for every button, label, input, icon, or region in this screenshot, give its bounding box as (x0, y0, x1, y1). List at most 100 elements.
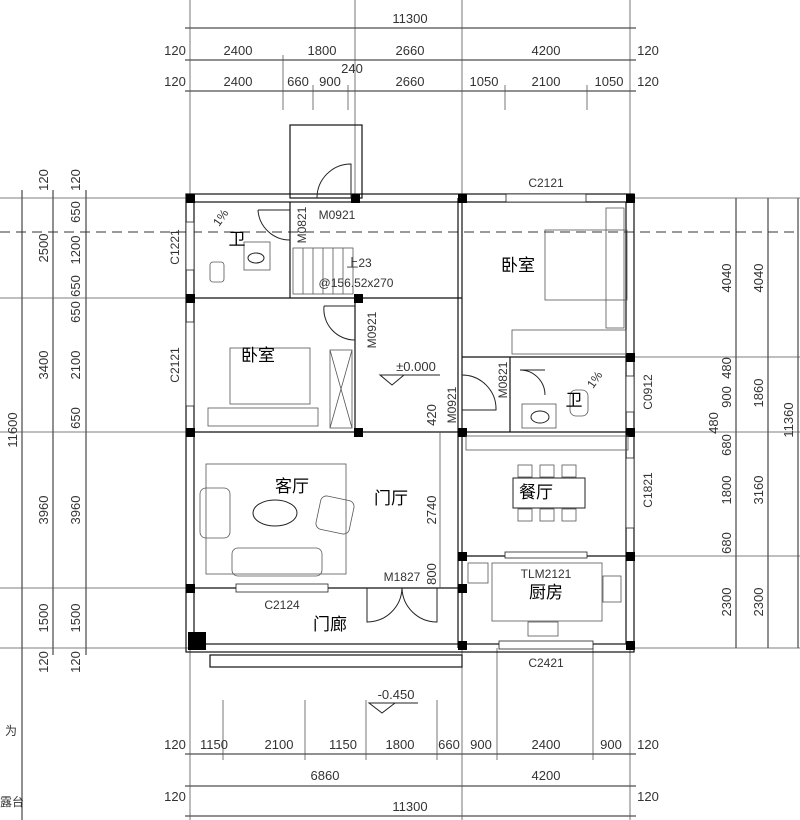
dim-value: 120 (36, 169, 51, 191)
room-foyer: 门厅 (374, 489, 408, 509)
dim-top-row2: 120 2400 660 900 240 2660 1050 2100 1050… (164, 61, 659, 89)
room-bedroom-left: 卧室 (241, 346, 275, 366)
dim-value: 660 (287, 74, 309, 89)
dim-value: 120 (68, 169, 83, 191)
door-label: M0821 (295, 206, 309, 243)
dim-value: 650 (68, 301, 83, 323)
dim-value: 680 (719, 434, 734, 456)
room-dining: 餐厅 (519, 483, 553, 503)
toilet-left (209, 261, 225, 283)
dim-value: 2300 (751, 588, 766, 617)
dim-value: 120 (637, 789, 659, 804)
dim-value: 1860 (751, 379, 766, 408)
dim-value: 2100 (68, 351, 83, 380)
dim-value: 2400 (532, 737, 561, 752)
dim-value: 4040 (751, 264, 766, 293)
dim-value: 120 (164, 74, 186, 89)
bed-right (544, 229, 628, 301)
dim-value: 420 (424, 404, 439, 426)
wardrobe-left (329, 349, 353, 429)
dining-table (512, 477, 586, 509)
dim-left-total: 11600 (5, 412, 20, 447)
furniture (199, 207, 629, 637)
dim-value: 2300 (719, 588, 734, 617)
window-label: C1221 (168, 229, 182, 265)
dim-value: 680 (719, 532, 734, 554)
dim-left-col2: 120 2500 3400 3960 1500 120 (36, 169, 51, 673)
dim-value: 120 (637, 43, 659, 58)
dim-value: 120 (68, 651, 83, 673)
dim-value: 120 (637, 74, 659, 89)
dim-value: 4200 (532, 768, 561, 783)
dim-value: 120 (164, 737, 186, 752)
bed-left (229, 347, 311, 405)
doors (257, 163, 546, 623)
room-kitchen: 厨房 (529, 583, 563, 603)
sink-right (521, 403, 557, 429)
window-label: C0912 (641, 374, 655, 410)
dim-value: 1200 (68, 236, 83, 265)
kitchen-sink (527, 621, 559, 637)
dim-value: 1050 (470, 74, 499, 89)
side-note: 露台 (0, 794, 24, 809)
dim-value: 2660 (396, 43, 425, 58)
dim-right-total: 11360 (781, 402, 796, 437)
window-label: C2421 (528, 656, 564, 670)
dim-value: 120 (164, 789, 186, 804)
elevation-floor: ±0.000 (396, 359, 436, 374)
dim-top-total: 11300 (392, 11, 427, 26)
slope-label: 1% (210, 206, 232, 229)
dim-value: 120 (164, 43, 186, 58)
dim-value: 1150 (200, 737, 228, 752)
dim-value: 650 (68, 201, 83, 223)
sofa-left (199, 487, 231, 539)
elevation-marker-porch (367, 702, 418, 714)
room-bath-right: 卫 (566, 391, 583, 411)
dim-value: 1800 (386, 737, 415, 752)
dim-value: 2100 (532, 74, 561, 89)
dim-value: 650 (68, 275, 83, 297)
dim-value: 3400 (36, 351, 51, 380)
dim-top-row1: 120 2400 1800 2660 4200 120 (164, 43, 659, 58)
door-label: M0821 (496, 361, 510, 398)
dim-value: 1150 (329, 737, 357, 752)
rug (205, 463, 347, 575)
door-label: M0921 (319, 208, 356, 222)
stair (292, 247, 354, 295)
door-label: M0921 (365, 311, 379, 348)
dim-value: 800 (424, 563, 439, 585)
dim-value: 3960 (36, 496, 51, 525)
dim-value: 900 (600, 737, 622, 752)
dim-value: 660 (438, 737, 460, 752)
dim-value: 480 (706, 412, 721, 434)
stair-spec: @156.52x270 (319, 276, 394, 290)
elevation-marker-floor (378, 374, 440, 386)
dim-value: 4200 (532, 43, 561, 58)
room-living: 客厅 (275, 477, 309, 497)
dim-value: 900 (319, 74, 341, 89)
room-bedroom-right: 卧室 (501, 256, 535, 276)
window-label: C2121 (168, 347, 182, 383)
dim-value: 1500 (68, 604, 83, 633)
dim-value: 2660 (396, 74, 425, 89)
door-label: M0921 (445, 386, 459, 423)
door-label: M1827 (384, 570, 421, 584)
slope-label: 1% (584, 368, 606, 391)
sofa-main (231, 547, 323, 577)
dim-bottom-row2: 6860 4200 (311, 768, 561, 783)
dim-value: 650 (68, 407, 83, 429)
dim-value: 2400 (224, 74, 253, 89)
stove (602, 575, 622, 603)
coffee-table (252, 499, 298, 527)
columns (186, 194, 635, 650)
dim-value: 120 (637, 737, 659, 752)
dim-value: 2400 (224, 43, 253, 58)
room-bath-left: 卫 (229, 230, 246, 250)
window-label: C2121 (528, 176, 564, 190)
armchair (315, 495, 355, 535)
dim-left-col3: 120 650 1200 650 650 2100 650 3960 1500 … (68, 169, 83, 673)
side-note: 为 (5, 724, 17, 738)
window-label: C1821 (641, 472, 655, 508)
dim-bottom-row3: 120 11300 (164, 789, 427, 814)
